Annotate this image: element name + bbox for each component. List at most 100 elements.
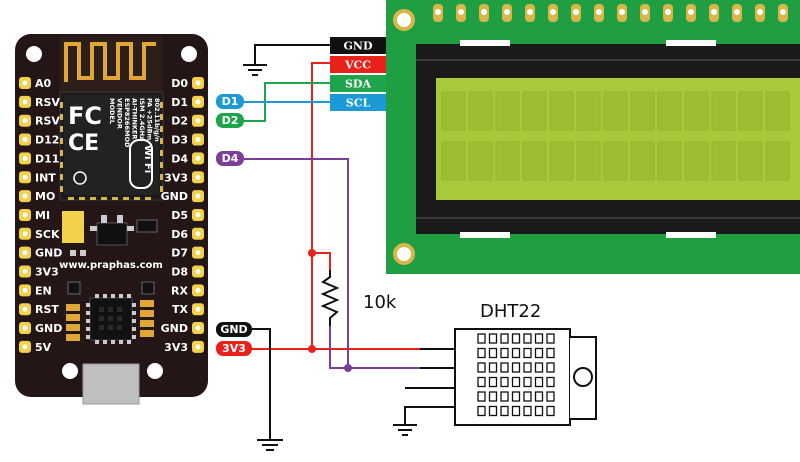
lcd-cell — [603, 91, 628, 131]
right-pin-2: D2 — [171, 114, 204, 128]
left-pin-9: GND — [19, 246, 62, 260]
left-pin-label: EN — [35, 284, 52, 297]
left-pin-label: GND — [35, 322, 62, 335]
esp-shield — [64, 95, 159, 195]
net-label-3v3: 3V3 — [216, 341, 252, 356]
vent-slot — [534, 362, 544, 373]
lcd-cell — [657, 91, 682, 131]
vent-slot — [488, 333, 498, 344]
vent-slot — [546, 391, 555, 402]
vent-slot — [534, 376, 544, 388]
vent-slot — [500, 376, 509, 388]
lcd-cell — [630, 91, 655, 131]
right-pin-label: D7 — [171, 247, 188, 260]
lcd-tag-sda: SDA — [330, 75, 386, 92]
left-pin-4: D11 — [19, 152, 59, 165]
net-label-d4: D4 — [216, 151, 244, 166]
wifi-logo: Wi Fi — [129, 139, 153, 189]
right-pin-label: TX — [172, 303, 189, 316]
lcd-cell — [765, 141, 790, 181]
board-mount-hole — [181, 46, 197, 62]
lcd-bezel-tab — [666, 40, 716, 46]
vent-slot — [488, 376, 498, 388]
right-pin-13: GND — [161, 322, 204, 335]
left-pin-label: MO — [35, 190, 55, 203]
vent-slot — [523, 376, 532, 388]
vent-slot — [546, 405, 555, 417]
lcd-cell — [441, 91, 466, 131]
lcd-tag-gnd: GND — [330, 37, 386, 54]
vent-slot — [546, 376, 555, 388]
lcd-cell — [549, 141, 574, 181]
right-pin-label: D3 — [171, 134, 188, 147]
lcd-bezel-tab — [460, 232, 510, 238]
smd-cap — [136, 219, 158, 233]
left-pin-label: GND — [35, 247, 62, 260]
left-pin-12: RST — [19, 303, 59, 316]
svg-text:D2: D2 — [222, 114, 239, 127]
left-pin-11: EN — [19, 284, 52, 297]
vent-slot — [534, 405, 544, 417]
svg-text:D4: D4 — [222, 152, 239, 165]
sensor-vent-grid — [477, 333, 555, 417]
vent-slot — [511, 405, 521, 417]
vent-slot — [477, 405, 486, 417]
svg-text:3V3: 3V3 — [222, 342, 246, 355]
smd-resistors-left — [66, 304, 80, 341]
lcd-cell — [630, 141, 655, 181]
dht22-sensor: DHT22 — [420, 301, 597, 426]
left-pin-label: 5V — [35, 341, 52, 354]
right-pin-11: RX — [171, 284, 204, 297]
esp-module-line: MODEL — [108, 98, 116, 124]
right-pin-0: D0 — [171, 77, 204, 90]
usb-connector — [82, 363, 140, 405]
right-pin-label: 3V3 — [164, 171, 188, 184]
right-pin-14: 3V3 — [164, 340, 204, 354]
esp-module-line: AI-THINKER — [131, 98, 139, 139]
vent-slot — [477, 333, 486, 344]
lcd-cell — [576, 141, 601, 181]
lcd-cell — [765, 91, 790, 131]
vent-slot — [523, 347, 532, 359]
vent-slot — [511, 391, 521, 402]
sensor-mount-hole — [573, 367, 593, 387]
vent-slot — [488, 362, 498, 373]
ground-symbol — [257, 439, 283, 451]
right-pin-label: D0 — [171, 77, 188, 90]
left-pin-label: 3V3 — [35, 266, 59, 279]
resistor-symbol — [320, 270, 340, 326]
esp-module-line: VENDOR — [116, 98, 124, 129]
right-pin-label: GND — [161, 322, 188, 335]
lcd-cell — [522, 91, 547, 131]
lcd-mount-hole — [393, 243, 415, 265]
right-pin-8: D6 — [171, 227, 204, 241]
right-pin-5: 3V3 — [164, 171, 204, 184]
wire-resistor-top — [312, 252, 331, 270]
vent-slot — [546, 333, 555, 344]
vent-slot — [523, 333, 532, 344]
left-pin-10: 3V3 — [19, 265, 59, 279]
vent-slot — [523, 391, 532, 402]
vent-slot — [511, 362, 521, 373]
right-pin-7: D5 — [171, 208, 204, 222]
ground-symbol — [393, 424, 417, 436]
vent-slot — [500, 405, 509, 417]
vent-slot — [534, 333, 544, 344]
right-pin-4: D4 — [171, 152, 204, 165]
left-pin-label: A0 — [35, 77, 52, 90]
wires — [244, 44, 420, 440]
vent-slot — [500, 347, 509, 359]
antenna-trace — [64, 42, 156, 82]
vent-slot — [534, 347, 544, 359]
lcd-bezel-tab — [460, 40, 510, 46]
module-pads — [60, 102, 163, 200]
lcd-tag-label: GND — [344, 40, 373, 53]
svg-text:D1: D1 — [222, 95, 239, 108]
lcd-module — [386, 0, 800, 274]
left-pin-13: GND — [19, 322, 62, 335]
lcd-cell — [738, 91, 763, 131]
